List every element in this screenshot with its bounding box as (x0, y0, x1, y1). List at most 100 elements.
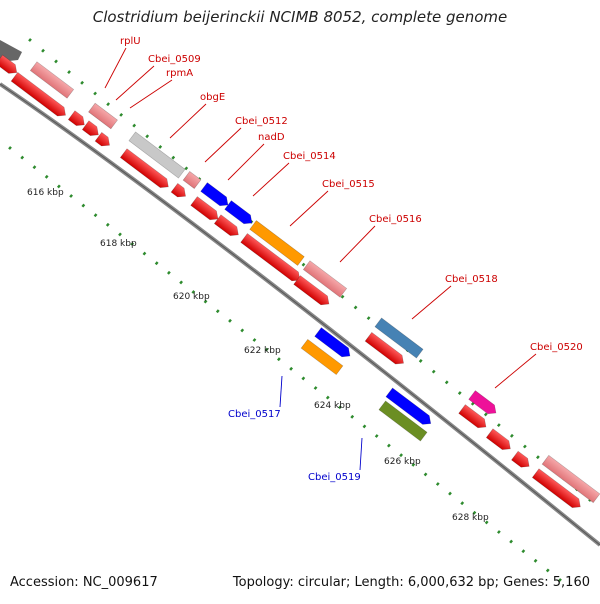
feature-gene-gray (128, 131, 186, 179)
feature-cds-red (94, 131, 110, 147)
tick-dot-inner (399, 453, 403, 458)
feature-gene-pink (302, 260, 348, 298)
gene-label: Cbei_0517 (228, 409, 281, 420)
accession-text: Accession: NC_009617 (10, 575, 158, 590)
tick-dot-outer (483, 412, 488, 417)
feature-cds-red (170, 182, 186, 198)
feature-cds-red (81, 120, 99, 136)
tick-dot-outer (93, 91, 97, 96)
tick-dot-outer (523, 444, 527, 449)
tick-dot-inner (521, 549, 526, 554)
gene-label: Cbei_0519 (308, 472, 361, 483)
gene-leader-line (494, 353, 537, 389)
backbone-arc-inner (0, 83, 600, 546)
tick-dot-outer (54, 59, 58, 64)
tick-dot-outer (145, 134, 150, 139)
tick-dot-inner (423, 472, 428, 477)
tick-dot-inner (533, 558, 538, 563)
backbone-layer (0, 40, 600, 547)
tick-dot-outer (418, 359, 423, 363)
tick-dot-inner (362, 424, 367, 429)
tick-dot-inner (350, 414, 355, 419)
tick-dot-inner (93, 213, 98, 218)
gene-label: Cbei_0516 (369, 214, 422, 225)
gene-leader-line (169, 103, 207, 139)
feature-layer (0, 54, 600, 508)
tick-dot-inner (387, 443, 391, 448)
tick-dot-inner (179, 280, 183, 285)
feature-gene-edge (0, 40, 22, 62)
tick-dot-inner (338, 405, 342, 410)
tick-dot-inner (472, 510, 477, 515)
tick-dot-inner (435, 482, 440, 486)
gene-label: Cbei_0515 (322, 179, 375, 190)
tick-dot-outer (132, 123, 137, 128)
tick-dot-inner (81, 203, 86, 208)
feature-gene-orange (249, 220, 305, 266)
feature-gene-orange (300, 338, 344, 376)
gene-leader-line (359, 437, 363, 471)
tick-dot-inner (252, 338, 257, 342)
tick-dot-outer (67, 70, 71, 75)
tick-dot-inner (44, 174, 49, 179)
tick-label: 624 kbp (314, 401, 351, 411)
tick-dot-outer (184, 166, 189, 171)
tick-dot-outer (158, 145, 163, 149)
feature-cds-red (0, 54, 18, 74)
feature-gene-blue (385, 387, 432, 425)
feature-cds-red (240, 233, 301, 282)
tick-dot-outer (366, 316, 371, 321)
tick-dot-inner (215, 309, 220, 314)
tick-dot-outer (496, 423, 501, 428)
tick-dot-inner (448, 491, 452, 496)
gene-leader-line (115, 65, 155, 101)
tick-dot-inner (240, 328, 245, 333)
gene-label: Cbei_0514 (283, 151, 336, 162)
tick-dot-outer (171, 155, 176, 160)
gene-leader-line (129, 79, 173, 109)
tick-label: 618 kbp (100, 239, 137, 249)
feature-gene-pink (29, 61, 75, 99)
feature-cds-red (293, 275, 330, 306)
gene-label: nadD (258, 132, 285, 143)
feature-gene-steelblue (374, 317, 424, 359)
topology-text: Topology: circular; Length: 6,000,632 bp… (232, 575, 590, 590)
gene-label: obgE (200, 92, 225, 103)
feature-gene-pink (88, 102, 118, 130)
tick-dot-inner (558, 578, 562, 582)
feature-gene-magenta (468, 390, 497, 415)
tick-dot-outer (340, 294, 345, 299)
tick-dot-inner (191, 290, 196, 294)
tick-dot-outer (106, 102, 111, 107)
tick-label: 620 kbp (173, 292, 210, 302)
tick-dot-inner (264, 347, 269, 352)
feature-cds-red (190, 196, 219, 221)
feature-gene-blue (224, 200, 253, 225)
tick-dot-inner (313, 386, 318, 390)
tick-label: 628 kbp (452, 513, 489, 523)
feature-cds-red (213, 214, 239, 236)
tick-label: 616 kbp (27, 188, 64, 198)
gene-label: rpmA (166, 68, 193, 79)
feature-cds-red (511, 450, 530, 468)
tick-label: 626 kbp (384, 457, 421, 467)
tick-dot-inner (277, 357, 281, 362)
feature-gene-pink (541, 454, 600, 504)
gene-leader-line (227, 143, 265, 181)
tick-dot-inner (57, 184, 61, 189)
feature-cds-red (458, 404, 487, 429)
gene-label: rplU (120, 36, 141, 47)
feature-cds-red (10, 71, 66, 117)
feature-gene-pink (182, 170, 202, 190)
tick-dot-inner (289, 366, 293, 371)
tick-dot-inner (8, 146, 12, 150)
tick-dot-inner (69, 194, 73, 198)
gene-label: Cbei_0509 (148, 54, 201, 65)
tick-dot-inner (20, 155, 25, 160)
tick-dot-inner (509, 539, 513, 544)
tick-dot-outer (431, 369, 436, 374)
page-title: Clostridium beijerinckii NCIMB 8052, com… (92, 8, 508, 26)
